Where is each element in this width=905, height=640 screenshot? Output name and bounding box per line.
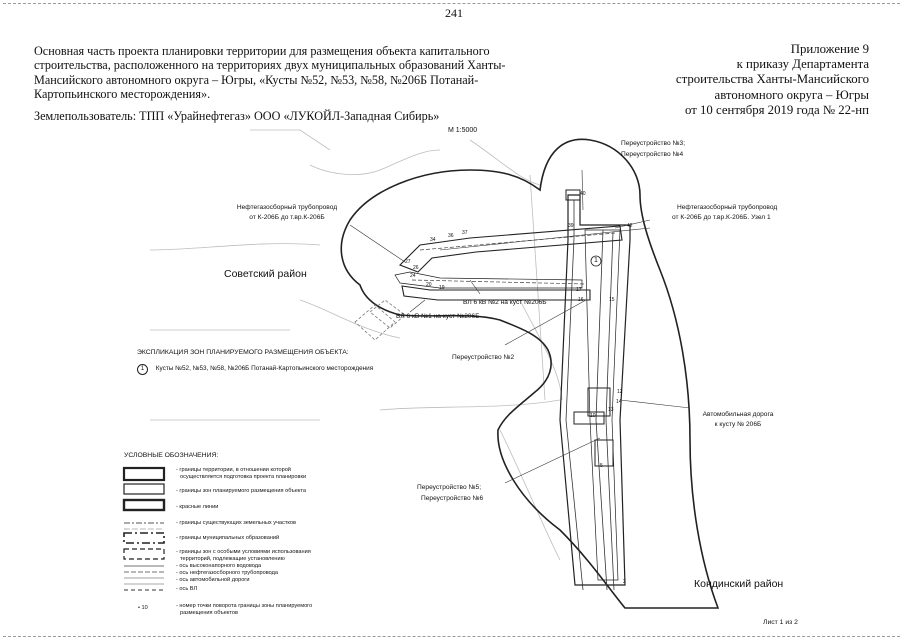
appendix-line: Приложение 9 [790,42,869,56]
legend-item: - границы существующих земельных участко… [176,520,296,526]
point-number: 36 [448,233,454,239]
legend-item: - красные линии [176,504,219,510]
land-plot-outline [354,299,406,341]
point-number: 27 [405,259,411,265]
point-number: 42 [627,223,633,229]
page-number: 241 [445,6,463,20]
label-reconstruction-6: Переустройство №6 [421,495,484,502]
explication-marker: 1 [137,364,148,375]
legend-item: территорий, подлежащие установлению [180,556,285,562]
title-line: Основная часть проекта планировки террит… [34,44,490,58]
label-pipeline-left-2: от К-206Б до т.вр.К-206Б [249,214,325,221]
territory-boundary [340,138,720,609]
label-pipeline-right-2: от К-206Б до т.вр.К-206Б. Узел 1 [672,214,771,221]
point-number: 17 [576,287,582,293]
explication-title: ЭКСПЛИКАЦИЯ ЗОН ПЛАНИРУЕМОГО РАЗМЕЩЕНИЯ … [137,349,349,356]
legend-item: осуществляется подготовка проекта планир… [180,474,307,480]
legend-item: - ось нефтегазосборного трубопровода [176,570,278,576]
label-reconstruction-2: Переустройство №2 [452,354,515,361]
leader-lines [349,169,691,484]
appendix-line: от 10 сентября 2019 года № 22-нп [685,102,869,117]
appendix-block: Приложение 9 к приказу Департамента стро… [609,42,869,118]
point-number: 13 [608,407,614,413]
legend-item: - номер точки поворота границы зоны план… [176,603,313,609]
zone-corridor [559,194,631,586]
label-reconstruction-5: Переустройство №5; [417,484,482,491]
zone-marker-circle [590,255,602,267]
explication-item: 1 Кусты №52, №53, №58, №206Б Потанай-Кар… [137,364,373,375]
page-frame [3,3,900,637]
pads [565,189,614,467]
title-line: строительства, расположенного на террито… [34,58,506,73]
legend-item: - границы зон планируемого размещения об… [176,488,306,494]
label-reconstruction-4: Переустройство №4 [621,151,684,158]
label-road-1: Автомобильная дорога [702,411,774,418]
legend-title: УСЛОВНЫЕ ОБОЗНАЧЕНИЯ: [124,452,219,459]
point-number: 40 [580,191,586,197]
label-road-2: к кусту № 206Б [714,421,762,428]
legend-item: - ось ВЛ [176,586,198,592]
point-number: 10 [590,413,596,419]
title-line: Картопьинского месторождения». [34,87,211,102]
label-power-line-2: ВЛ 6 кВ №2 на куст №206Б [463,299,547,306]
point-number: 16 [578,297,584,303]
legend-item: - ось автомобильной дороги [176,577,250,583]
map-scale: М 1:5000 [448,127,478,134]
legend-symbols [122,466,166,591]
point-number: 39 [568,223,574,229]
sheet-number: Лист 1 из 2 [763,619,798,626]
label-pipeline-right-1: Нефтегазосборный трубопровод [677,204,778,211]
legend-item: - границы территории, в отношении которо… [176,467,291,473]
land-user: Землепользователь: ТПП «Урайнефтегаз» ОО… [34,109,440,123]
district-kondinsky: Кондинский район [694,578,784,590]
pipeline-axes [565,200,615,591]
point-number: 24 [410,273,416,279]
explication-item-text: Кусты №52, №53, №58, №206Б Потанай-Карто… [155,365,374,372]
legend-item: - ось высоконапорного водовода [176,563,262,569]
point-number: 12 [617,389,623,395]
point-number: 34 [430,237,436,243]
point-number: 20 [426,282,432,288]
point-number: 19 [439,285,445,291]
appendix-line: автономного округа – Югры [714,87,869,102]
background-contours [149,129,563,561]
point-number: 2 [623,579,626,585]
point-number: 15 [609,297,615,303]
point-number: 37 [462,230,468,236]
district-sovetsky: Советский район [224,268,307,280]
legend-item: размещения объектов [180,610,238,616]
legend-point-symbol: • 10 [138,605,148,611]
appendix-line: строительства Ханты-Мансийского [675,72,869,87]
legend-item: - границы муниципальных образований [176,535,280,541]
point-number: 26 [413,265,419,271]
label-pipeline-left-1: Нефтегазосборный трубопровод [236,204,338,211]
document-title: Основная часть проекта планировки террит… [34,44,564,102]
point-number: 5 [600,463,603,469]
label-power-line-1: ВЛ 6 кВ №1 на куст №206Б [396,313,480,320]
title-line: Мансийского автономного округа – Югры, «… [34,72,479,87]
legend-item: - границы зон с особыми условиями исполь… [176,549,311,555]
zone-marker-label: 1 [594,257,598,264]
appendix-line: к приказу Департамента [736,57,869,72]
point-number: 14 [616,399,622,405]
branch-dashes [411,232,616,285]
label-reconstruction-3: Переустройство №3; [621,140,686,147]
